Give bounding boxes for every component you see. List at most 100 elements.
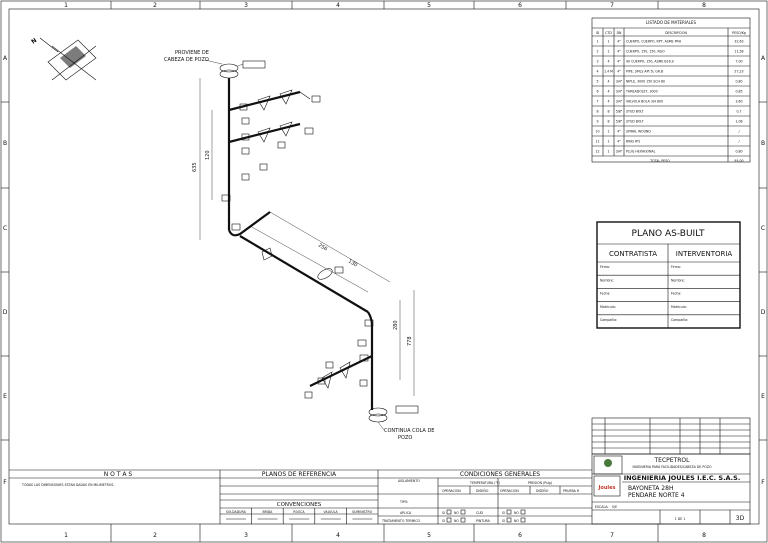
- notes-title: N O T A S: [104, 471, 133, 478]
- materials-cell: 3/4": [616, 100, 623, 104]
- asbuilt-field-left: Matricula:: [600, 305, 616, 309]
- notes-line-1: TODAS LAS DIMENSIONES ESTAN DADAS EN MIL…: [21, 483, 114, 487]
- materials-cell: CUERPO, 150, 150, RGO: [626, 50, 665, 54]
- materials-cell: STUD BOLT: [626, 120, 644, 124]
- cond-operacion-2: OPERACION: [500, 489, 519, 493]
- col-label-bottom: 4: [336, 532, 340, 539]
- col-label-bottom: 3: [244, 532, 248, 539]
- cond-si-3: SI: [502, 511, 505, 515]
- cond-no-1: NO: [454, 511, 459, 515]
- project-line-1: BAYONETA 28H: [628, 485, 673, 492]
- cond-operacion-1: OPERACION: [442, 489, 461, 493]
- cond-diseno-1: DISEÑO: [476, 488, 489, 493]
- bottom-continue-label-1: CONTINUA COLA DE: [384, 428, 434, 434]
- top-origin-label-1: PROVIENE DE: [175, 50, 209, 56]
- materials-cell: 4": [617, 140, 621, 144]
- materials-header: DESCRIPCION: [665, 31, 687, 35]
- dim-256: 256: [317, 243, 328, 253]
- tag-box-top: [242, 60, 266, 69]
- cond-cud: CUD: [476, 511, 484, 515]
- cond-si-2: SI: [442, 519, 445, 523]
- revision-block: [591, 417, 751, 455]
- north-arrow: N: [30, 37, 97, 81]
- checkbox-no-2: [460, 517, 466, 523]
- col-label-top: 4: [336, 2, 340, 9]
- cond-aplica: APLICA: [400, 511, 412, 515]
- materials-cell: 2: [596, 50, 598, 54]
- materials-title: LISTADO DE MATERIALES: [646, 20, 696, 25]
- materials-cell: 1,08: [735, 120, 742, 124]
- title-block: TECPETROL INGENIERIA PARA FACILIDADES/CA…: [591, 453, 751, 525]
- materials-cell: 5: [596, 80, 598, 84]
- asbuilt-field-right: Fecha:: [671, 292, 681, 296]
- materials-cell: 0,7: [736, 110, 741, 114]
- row-label-left: B: [3, 140, 7, 147]
- col-label-top: 6: [518, 2, 522, 9]
- materials-cell: THREADOLET, 3000: [625, 90, 658, 94]
- materials-cell: 4": [617, 60, 621, 64]
- firm-name: INGENIERIA JOULES I.E.C. S.A.S.: [624, 474, 741, 482]
- materials-cell: 4": [617, 130, 621, 134]
- col-label-bottom: 6: [518, 532, 522, 539]
- row-label-left: E: [3, 393, 7, 400]
- conventions-title: CONVENCIONES: [277, 502, 322, 508]
- materials-cell: 4: [607, 90, 609, 94]
- dim-130: 130: [347, 259, 358, 269]
- asbuilt-interventoria: INTERVENTORIA: [676, 250, 733, 258]
- client-name: TECPETROL: [654, 457, 691, 464]
- row-label-left: C: [3, 225, 7, 232]
- materials-cell: 3/4": [616, 80, 623, 84]
- col-label-bottom: 7: [610, 532, 614, 539]
- escala-label: ESCALA:: [595, 505, 609, 509]
- escala-value: S/E: [612, 505, 617, 509]
- materials-cell: 10: [595, 130, 599, 134]
- materials-cell: 3,60: [735, 100, 742, 104]
- materials-cell: 27,23: [734, 70, 743, 74]
- materials-cell: 1: [596, 40, 598, 44]
- cond-aislamiento: AISLAMIENTO: [398, 479, 420, 483]
- materials-header: PESO/Kg: [732, 31, 746, 35]
- checkbox-no-4: [520, 517, 526, 523]
- asbuilt-field-right: Firma:: [671, 265, 681, 269]
- sheet-number: 1 DE 1: [675, 517, 686, 521]
- asbuilt-field-left: Firma:: [600, 265, 610, 269]
- col-label-top: 8: [702, 2, 706, 9]
- asbuilt-contratista: CONTRATISTA: [609, 250, 657, 258]
- project-line-2: PENDARE NORTE 4: [628, 492, 685, 499]
- materials-cell: 4": [617, 40, 621, 44]
- dim-778: 778: [407, 336, 413, 346]
- revision-value: 3D: [736, 515, 745, 522]
- materials-cell: VALVULA BOLA 3/4 800: [626, 100, 663, 104]
- asbuilt-field-right: Compañia:: [671, 318, 688, 322]
- materials-cell: STUD BOLT: [626, 110, 644, 114]
- checkbox-si-3: [506, 509, 512, 515]
- cond-pintura: PINTURA: [476, 519, 491, 523]
- checkbox-si-4: [506, 517, 512, 523]
- firm-logo-text: Joules: [598, 485, 616, 491]
- asbuilt-field-right: Matricula:: [671, 305, 687, 309]
- row-label-left: F: [3, 479, 7, 486]
- cond-no-2: NO: [454, 519, 459, 523]
- cond-no-3: NO: [514, 511, 519, 515]
- materials-cell: 0,80: [735, 150, 742, 154]
- materials-cell: 5/8": [616, 110, 623, 114]
- materials-total-label: TOTAL PESO: [649, 159, 670, 163]
- cond-tratamiento: TRATAMIENTO TERMICO: [381, 519, 420, 523]
- cond-temp: TEMPERATURA (°F): [469, 481, 500, 485]
- materials-cell: 8: [607, 110, 609, 114]
- materials-cell: 4: [607, 80, 609, 84]
- asbuilt-field-left: Compañia:: [600, 318, 617, 322]
- materials-cell: 9: [596, 120, 598, 124]
- convention-label: ROSCA: [293, 510, 305, 514]
- materials-cell: 3: [596, 60, 598, 64]
- col-label-top: 1: [64, 2, 68, 9]
- materials-cell: 0,80: [735, 80, 742, 84]
- materials-cell: SPIRAL WOUND: [626, 130, 651, 134]
- asbuilt-field-right: Nombre:: [671, 278, 685, 282]
- top-origin-label-2: CABEZA DE POZO: [164, 57, 209, 63]
- north-label: N: [30, 37, 38, 46]
- materials-cell: 5/8": [616, 120, 623, 124]
